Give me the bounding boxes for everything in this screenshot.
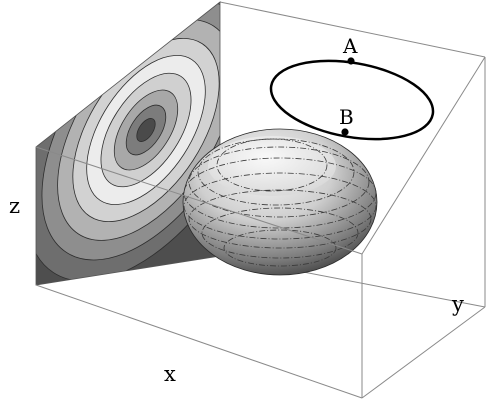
ellipsoid-surface	[182, 128, 378, 276]
orbit-curve	[269, 59, 435, 141]
ellipsoid-ring	[201, 207, 359, 259]
ellipsoid-ring	[188, 146, 370, 218]
ellipsoid-ring	[216, 138, 328, 192]
point-a-marker	[347, 57, 355, 65]
ellipsoid-ring	[183, 157, 377, 229]
y-axis-label: y	[451, 292, 464, 316]
ellipsoid-ring	[223, 229, 337, 267]
box-edge	[219, 1, 486, 58]
point-a-label: A	[342, 34, 358, 58]
ellipsoid-top-highlight	[208, 136, 336, 196]
box-edge	[35, 146, 363, 255]
point-b-marker	[341, 128, 349, 136]
box-edge	[361, 56, 486, 255]
box-edge	[35, 284, 363, 399]
x-axis-label: x	[164, 362, 176, 386]
ellipsoid-ring	[188, 189, 372, 249]
ellipsoid-ring	[197, 138, 355, 206]
orbit-curve-group: A B	[269, 34, 435, 141]
box-edge	[361, 306, 486, 399]
point-b-label: B	[339, 105, 354, 129]
bounding-box-front	[35, 56, 486, 399]
contour-band	[136, 118, 156, 142]
ellipsoid-ring	[183, 172, 377, 240]
z-axis-label: z	[9, 194, 20, 218]
contour-projection-panel	[36, 2, 220, 285]
